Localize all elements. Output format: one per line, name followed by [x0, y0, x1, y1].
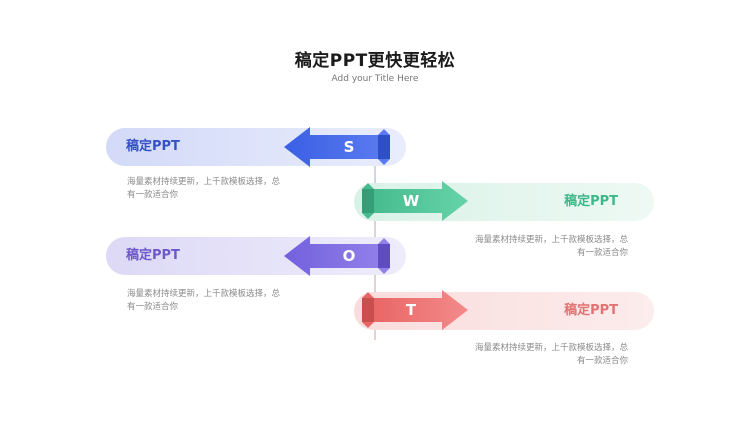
right-arrow-shape — [362, 290, 468, 330]
threat-label: 稿定PPT — [564, 303, 618, 318]
weakness-description: 海量素材持续更新，上千款模板选择，总 有一款适合你 — [474, 235, 628, 258]
strength-arrow: S — [284, 125, 392, 169]
opportunity-label: 稿定PPT — [126, 248, 180, 263]
threat-arrow: T — [360, 288, 468, 332]
left-arrow-shape — [284, 236, 390, 276]
weakness-label: 稿定PPT — [564, 194, 618, 209]
threat-letter: T — [405, 301, 417, 319]
opportunity-description: 海量素材持续更新，上千款模板选择，总 有一款适合你 — [127, 289, 281, 312]
opportunity-letter: O — [342, 247, 356, 265]
page-title: 稿定PPT更快更轻松 — [294, 51, 456, 71]
opportunity-arrow: O — [284, 234, 392, 278]
strength-description: 海量素材持续更新，上千款模板选择，总 有一款适合你 — [127, 177, 281, 200]
weakness-letter: W — [402, 192, 420, 210]
left-arrow-shape — [284, 127, 390, 167]
page-subtitle: Add your Title Here — [331, 74, 419, 84]
right-arrow-shape — [362, 181, 468, 221]
strength-label: 稿定PPT — [126, 139, 180, 154]
threat-description: 海量素材持续更新，上千款模板选择，总 有一款适合你 — [474, 343, 628, 366]
weakness-arrow: W — [360, 179, 468, 223]
strength-letter: S — [343, 138, 355, 156]
